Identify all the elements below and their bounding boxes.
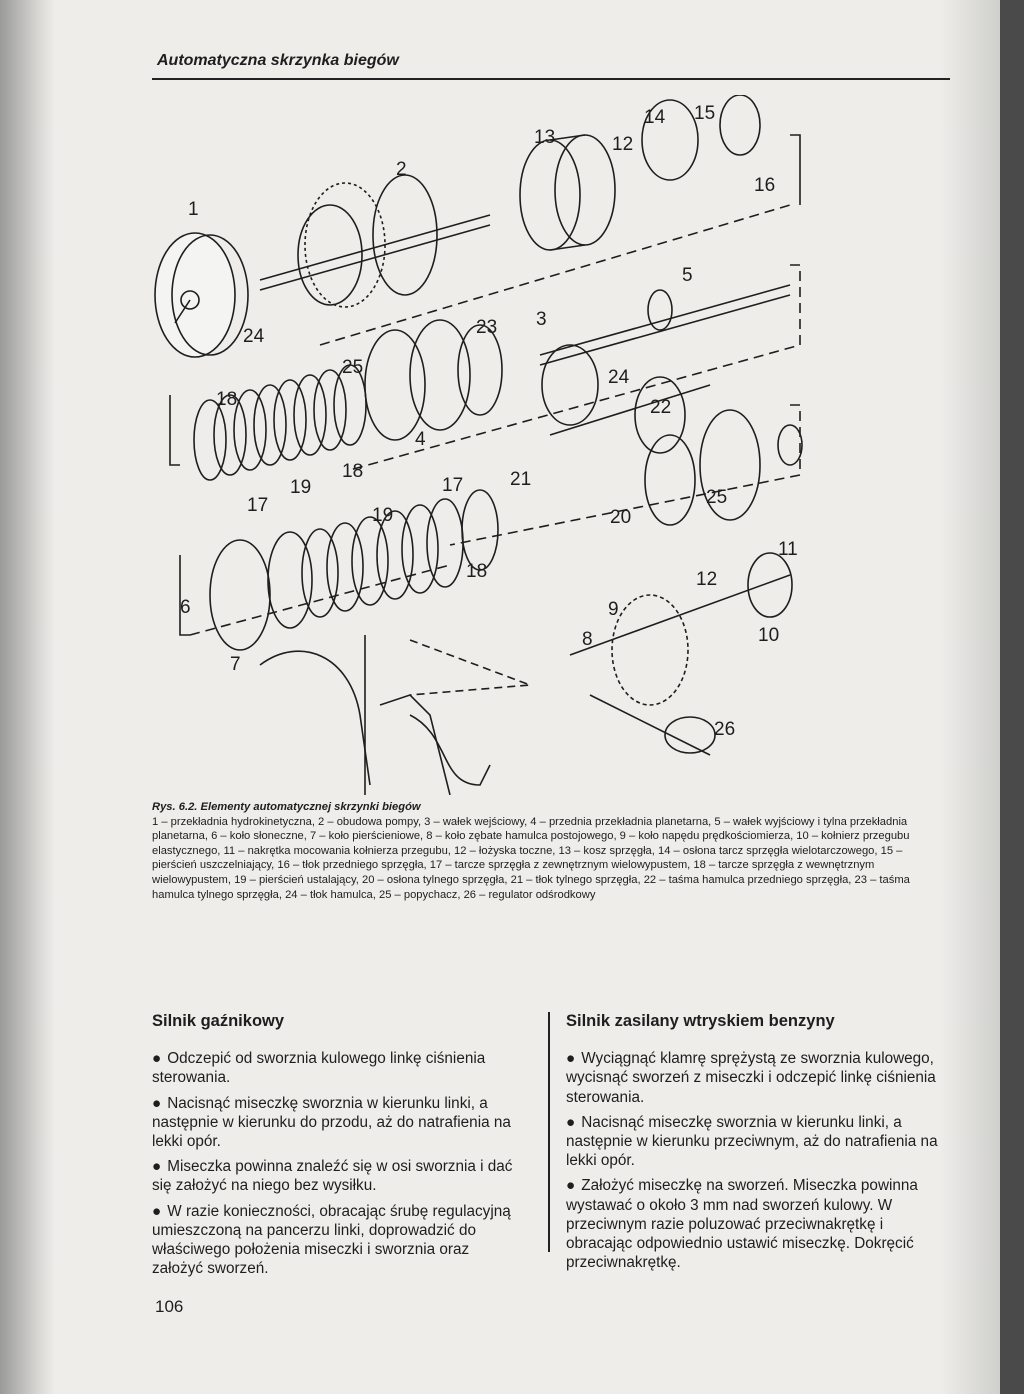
callout-1: 1 bbox=[188, 199, 199, 220]
list-item: ●Nacisnąć miseczkę sworznia w kierunku l… bbox=[152, 1094, 511, 1151]
right-column: Silnik zasilany wtryskiem benzyny ●Wycią… bbox=[566, 1012, 948, 1278]
callout-7: 7 bbox=[230, 654, 241, 675]
bullet-icon: ● bbox=[152, 1094, 162, 1112]
callout-12a: 12 bbox=[696, 569, 717, 590]
callout-18a: 18 bbox=[216, 389, 237, 410]
binding-shadow bbox=[0, 0, 55, 1394]
bullet-icon: ● bbox=[566, 1177, 576, 1195]
bullet-icon: ● bbox=[152, 1202, 162, 1220]
callout-23: 23 bbox=[476, 317, 497, 338]
page-edge-shadow bbox=[940, 0, 1000, 1394]
callout-14: 14 bbox=[644, 107, 666, 128]
caption-text: 1 – przekładnia hydrokinetyczna, 2 – obu… bbox=[152, 815, 910, 901]
figure-caption: Rys. 6.2. Elementy automatycznej skrzynk… bbox=[152, 800, 942, 902]
parts-drawing bbox=[154, 95, 803, 795]
header-rule bbox=[152, 78, 950, 80]
book-page: Automatyczna skrzynka biegów bbox=[0, 0, 1000, 1394]
callout-11: 11 bbox=[778, 539, 798, 560]
callout-16: 16 bbox=[754, 175, 775, 196]
callout-20: 20 bbox=[610, 507, 631, 528]
callout-21: 21 bbox=[510, 469, 531, 490]
callout-5: 5 bbox=[682, 265, 693, 286]
column-divider bbox=[548, 1012, 550, 1252]
callout-26: 26 bbox=[714, 719, 735, 740]
torque-converter bbox=[154, 232, 236, 358]
callout-labels: 1 2 3 4 5 6 7 8 9 10 11 12 12 13 14 15 1… bbox=[180, 103, 798, 740]
callout-8: 8 bbox=[582, 629, 593, 650]
callout-24a: 24 bbox=[243, 326, 265, 347]
clutch-plates-lower bbox=[209, 489, 499, 651]
callout-19b: 19 bbox=[372, 505, 393, 526]
callout-24b: 24 bbox=[608, 367, 630, 388]
left-column-heading: Silnik gaźnikowy bbox=[152, 1012, 285, 1030]
callout-18b: 18 bbox=[342, 461, 363, 482]
right-instructions: ●Wyciągnąć klamrę sprężystą ze sworznia … bbox=[566, 1049, 948, 1272]
callout-12b: 12 bbox=[612, 134, 633, 155]
list-item: ●Miseczka powinna znaleźć się w osi swor… bbox=[152, 1158, 513, 1195]
callout-18c: 18 bbox=[466, 561, 487, 582]
callout-25b: 25 bbox=[706, 487, 727, 508]
callout-17b: 17 bbox=[442, 475, 463, 496]
list-item: ●W razie konieczności, obracając śrubę r… bbox=[152, 1202, 511, 1278]
callout-4: 4 bbox=[415, 429, 426, 450]
scan-background bbox=[1000, 0, 1024, 1394]
callout-2: 2 bbox=[396, 159, 407, 180]
callout-25a: 25 bbox=[342, 357, 363, 378]
callout-19a: 19 bbox=[290, 477, 311, 498]
bullet-icon: ● bbox=[566, 1050, 576, 1068]
right-column-heading: Silnik zasilany wtryskiem benzyny bbox=[566, 1012, 835, 1030]
list-item: ●Wyciągnąć klamrę sprężystą ze sworznia … bbox=[566, 1050, 936, 1106]
bullet-icon: ● bbox=[152, 1050, 162, 1068]
list-item: ●Odczepić od sworznia kulowego linkę ciś… bbox=[152, 1050, 486, 1087]
caption-title: Rys. 6.2. Elementy automatycznej skrzynk… bbox=[152, 801, 421, 813]
bullet-icon: ● bbox=[566, 1113, 576, 1131]
callout-22: 22 bbox=[650, 397, 671, 418]
pump-housing bbox=[297, 204, 363, 306]
callout-9: 9 bbox=[608, 599, 619, 620]
running-title: Automatyczna skrzynka biegów bbox=[157, 52, 399, 69]
callout-10: 10 bbox=[758, 625, 779, 646]
callout-17a: 17 bbox=[247, 495, 268, 516]
exploded-gearbox-illustration: 1 2 3 4 5 6 7 8 9 10 11 12 12 13 14 15 1… bbox=[154, 95, 803, 795]
callout-15: 15 bbox=[694, 103, 715, 124]
list-item: ●Nacisnąć miseczkę sworznia w kierunku l… bbox=[566, 1113, 938, 1170]
clutch-plates-upper bbox=[193, 319, 503, 481]
bullet-icon: ● bbox=[152, 1158, 162, 1176]
list-item: ●Założyć miseczkę na sworzeń. Miseczka p… bbox=[566, 1177, 918, 1272]
left-column: Silnik gaźnikowy ●Odczepić od sworznia k… bbox=[152, 1012, 522, 1284]
page-number: 106 bbox=[155, 1297, 184, 1316]
left-instructions: ●Odczepić od sworznia kulowego linkę ciś… bbox=[152, 1049, 522, 1278]
callout-6: 6 bbox=[180, 597, 191, 618]
callout-3: 3 bbox=[536, 309, 547, 330]
callout-13: 13 bbox=[534, 127, 555, 148]
